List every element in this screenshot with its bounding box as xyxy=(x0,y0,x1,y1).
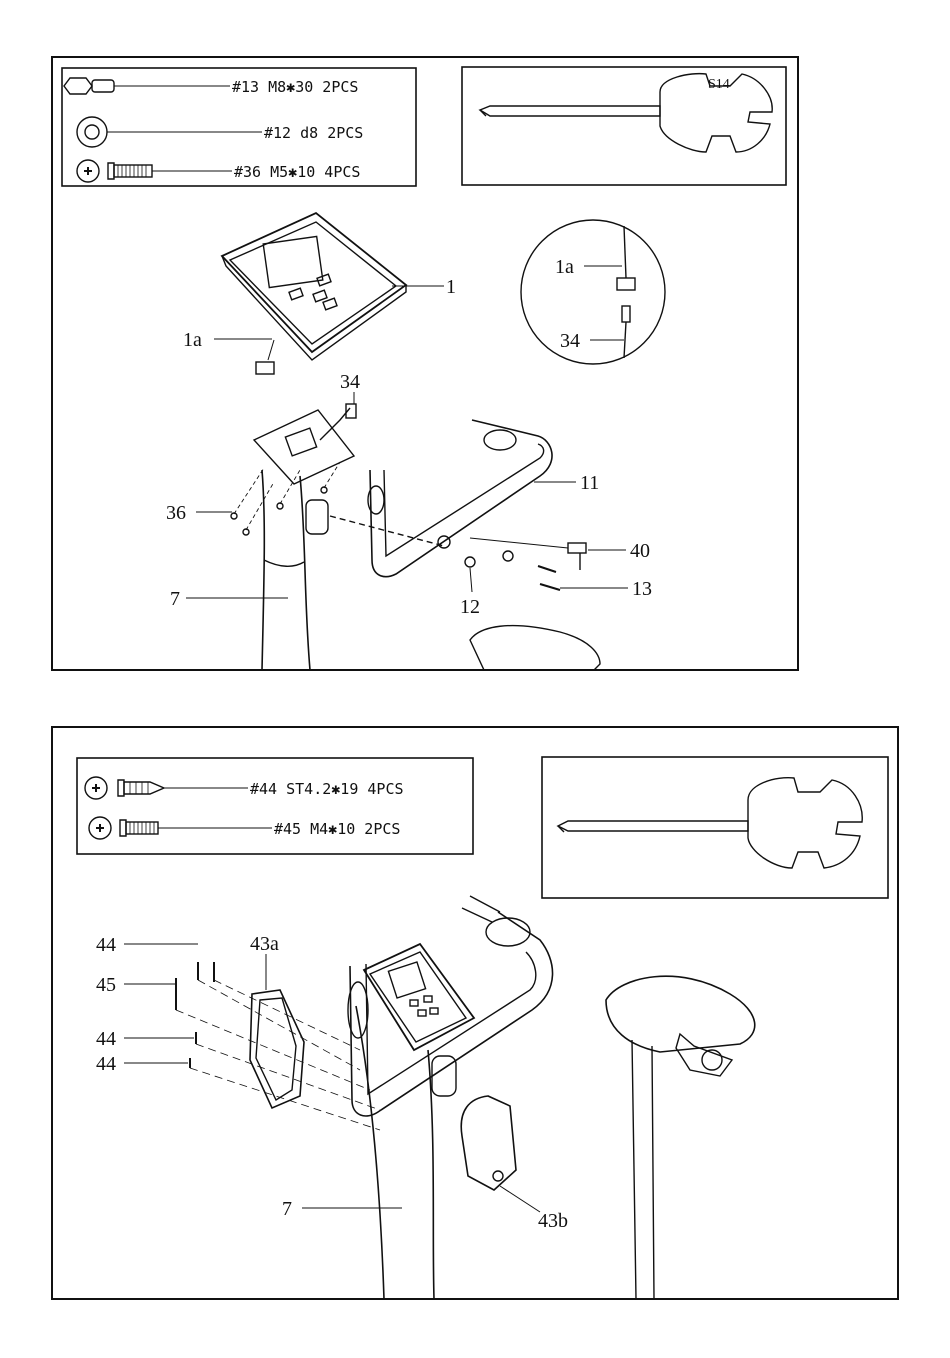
seat-2 xyxy=(606,976,755,1299)
panel-step-1: #13 M8✱30 2PCS #12 d8 2PCS #36 M5✱10 4PC… xyxy=(52,57,798,670)
washer-icon xyxy=(77,117,262,147)
callout-detail-1a: 1a xyxy=(555,256,574,278)
console-computer xyxy=(222,213,406,360)
tapping-screw-icon xyxy=(85,777,248,799)
hardware-box-2: #44 ST4.2✱19 4PCS #45 M4✱10 2PCS xyxy=(77,758,473,854)
callout-44-a: 44 xyxy=(96,934,116,956)
callout-43a: 43a xyxy=(250,933,279,955)
callout-45: 45 xyxy=(96,974,116,996)
callout-7: 7 xyxy=(170,588,180,610)
hardware-box-1: #13 M8✱30 2PCS #12 d8 2PCS #36 M5✱10 4PC… xyxy=(62,68,416,186)
callout-1a: 1a xyxy=(183,329,202,351)
seat xyxy=(470,626,600,670)
screw-icon xyxy=(89,817,272,839)
upright-post xyxy=(262,470,328,670)
callout-13: 13 xyxy=(632,578,652,600)
tool-size-label: S14 xyxy=(708,77,730,92)
cover-43b xyxy=(461,1096,516,1190)
cover-43a xyxy=(250,954,304,1108)
handlebar-2 xyxy=(348,896,553,1116)
part-label-45: #45 M4✱10 2PCS xyxy=(274,820,400,838)
part-label-44: #44 ST4.2✱19 4PCS xyxy=(250,780,404,798)
part-label-13: #13 M8✱30 2PCS xyxy=(232,78,358,96)
part-label-36: #36 M5✱10 4PCS xyxy=(234,163,360,181)
callout-44-c: 44 xyxy=(96,1053,116,1075)
part-label-12: #12 d8 2PCS xyxy=(264,124,363,142)
callout-7-panel2: 7 xyxy=(282,1198,292,1220)
bolt-icon xyxy=(64,78,230,94)
console-mount-plate xyxy=(254,404,356,484)
screw-icon xyxy=(77,160,232,182)
handlebar xyxy=(330,420,552,577)
callout-12: 12 xyxy=(460,596,480,618)
screwdriver-wrench-icon xyxy=(558,778,862,868)
tool-box-2 xyxy=(542,757,888,898)
callout-40: 40 xyxy=(630,540,650,562)
tool-box-1: S14 xyxy=(462,67,786,185)
panel-step-2: #44 ST4.2✱19 4PCS #45 M4✱10 2PCS xyxy=(52,727,898,1299)
callout-34: 34 xyxy=(340,371,360,393)
callout-11: 11 xyxy=(580,472,599,494)
callout-36: 36 xyxy=(166,502,186,524)
callout-1: 1 xyxy=(446,276,456,298)
callout-43b: 43b xyxy=(538,1210,568,1232)
callout-44-b: 44 xyxy=(96,1028,116,1050)
connector-detail-circle xyxy=(521,220,665,364)
console-computer-2 xyxy=(364,944,474,1050)
callout-detail-34: 34 xyxy=(560,330,580,352)
